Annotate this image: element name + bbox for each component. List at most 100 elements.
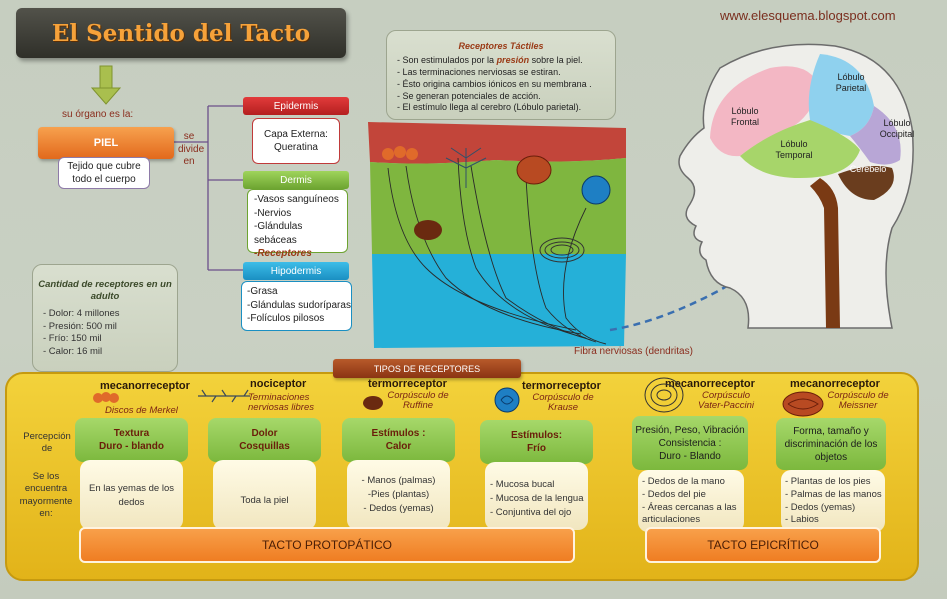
tactile-receptors-box: Receptores Táctiles - Son estimulados po… bbox=[386, 30, 616, 120]
protopatico-bar: TACTO PROTOPÁTICO bbox=[79, 527, 575, 563]
receptor-sub: Corpúsculo de Meissner bbox=[827, 390, 889, 412]
receptor-sub: Corpúsculo de Krause bbox=[532, 392, 594, 414]
hipodermis-layer bbox=[372, 254, 626, 348]
cerebelo-label: Cerebelo bbox=[849, 164, 887, 174]
tactile-item: - Ésto origina cambios iónicos en su mem… bbox=[397, 78, 592, 89]
count-item: - Frío: 150 mil bbox=[43, 333, 102, 345]
epidermis-header: Epidermis bbox=[243, 97, 349, 115]
hipodermis-header: Hipodermis bbox=[243, 262, 349, 280]
dermis-layer bbox=[370, 158, 626, 254]
parietal-lobe bbox=[808, 54, 874, 136]
tactile-receptors-list: - Son estimulados por la presión sobre l… bbox=[397, 55, 615, 114]
percepcion-line: Textura bbox=[113, 428, 150, 439]
tactile-item: - El estímulo llega al cerebro (Lóbulo p… bbox=[397, 102, 582, 113]
organ-box: PIEL bbox=[38, 127, 174, 159]
divide-word-2: divide bbox=[178, 143, 205, 155]
count-item: - Presión: 500 mil bbox=[43, 320, 117, 332]
ubicacion-line: - Áreas cercanas a las articulaciones bbox=[642, 501, 737, 526]
parietal-label: Lóbulo Parietal bbox=[835, 72, 867, 94]
organ-label: su órgano es la: bbox=[62, 109, 134, 120]
receptor-type: mecanorreceptor bbox=[100, 380, 190, 392]
hipodermis-item: -Glándulas sudoríparas bbox=[247, 299, 351, 311]
temporal-label: Lóbulo Temporal bbox=[775, 139, 813, 161]
organ-desc: Tejido que cubre todo el cuerpo bbox=[58, 157, 150, 189]
epidermis-box: Capa Externa: Queratina bbox=[252, 118, 340, 164]
receptor-sub: Corpúsculo de Ruffine bbox=[387, 390, 449, 412]
receptor-type: mecanorreceptor bbox=[665, 378, 755, 390]
receptor-type: termorreceptor bbox=[368, 378, 447, 390]
tactile-item: - Son estimulados por la presión sobre l… bbox=[397, 54, 583, 65]
percepcion-line: Calor bbox=[385, 441, 412, 452]
ubicacion-line: - Conjuntiva del ojo bbox=[490, 506, 572, 518]
nerve-label: Fibra nerviosas (dendritas) bbox=[574, 346, 693, 357]
ubicacion-line: - Dedos (yemas) bbox=[785, 501, 856, 513]
ubicacion-box: - Manos (palmas) -Pies (plantas) - Dedos… bbox=[347, 460, 450, 530]
percepcion-line: Duro - blando bbox=[99, 441, 164, 452]
receptor-type: mecanorreceptor bbox=[790, 378, 880, 390]
count-item: - Dolor: 4 millones bbox=[43, 307, 120, 319]
percepcion-line: Forma, tamaño y discriminación de los ob… bbox=[784, 425, 878, 463]
ubicacion-box: - Plantas de los pies - Palmas de las ma… bbox=[781, 470, 885, 532]
krause-icon bbox=[494, 387, 520, 413]
free-nerve-endings-illustration bbox=[445, 147, 487, 188]
dermis-item: -Nervios bbox=[254, 207, 292, 219]
ubicacion-line: - Labios bbox=[785, 514, 819, 526]
row-label-ubicacion: Se los encuentra mayormente en: bbox=[19, 471, 73, 520]
paccini-illustration bbox=[539, 237, 585, 263]
percepcion-line: Consistencia : bbox=[658, 437, 722, 449]
ubicacion-line: En las yemas de los dedos bbox=[88, 483, 174, 508]
dermis-box: -Vasos sanguíneos -Nervios -Glándulas se… bbox=[247, 189, 348, 273]
ubicacion-box: - Dedos de la mano - Dedos del pie - Áre… bbox=[638, 470, 744, 532]
merkel-discs-illustration bbox=[382, 146, 418, 160]
percepcion-box: Dolor Cosquillas bbox=[208, 418, 321, 462]
receptor-sub: Corpúsculo Vater-Paccini bbox=[698, 390, 754, 412]
temporal-lobe bbox=[740, 120, 860, 178]
frontal-lobe bbox=[710, 66, 820, 157]
ubicacion-line: -Pies (plantas) bbox=[367, 488, 430, 500]
percepcion-line: Frío bbox=[527, 443, 546, 454]
receptor-count-title: Cantidad de receptores en un adulto bbox=[38, 279, 172, 303]
page-title: El Sentido del Tacto bbox=[51, 19, 311, 47]
divide-word-3: en bbox=[183, 156, 195, 167]
dermis-item: -Glándulas sebáceas bbox=[254, 221, 303, 246]
tipos-header: TIPOS DE RECEPTORES bbox=[333, 359, 521, 378]
percepcion-box: Forma, tamaño y discriminación de los ob… bbox=[776, 418, 886, 470]
ubicacion-line: - Manos (palmas) bbox=[361, 475, 436, 486]
hipodermis-box: -Grasa -Glándulas sudoríparas -Folículos… bbox=[241, 281, 352, 331]
merkel-icon bbox=[93, 391, 119, 405]
site-url[interactable]: www.elesquema.blogspot.com bbox=[720, 8, 896, 23]
ubicacion-box: Toda la piel bbox=[213, 460, 316, 530]
percepcion-box: Presión, Peso, Vibración Consistencia : … bbox=[632, 416, 748, 470]
ubicacion-line: Toda la piel bbox=[240, 495, 289, 506]
title-banner: El Sentido del Tacto bbox=[16, 8, 346, 58]
paccini-icon bbox=[643, 376, 685, 414]
ubicacion-line: - Palmas de las manos bbox=[785, 488, 882, 500]
percepcion-line: Estímulos : bbox=[371, 428, 426, 439]
ubicacion-line: - Plantas de los pies bbox=[785, 476, 871, 487]
ubicacion-line: - Mucosa de la lengua bbox=[490, 492, 584, 504]
free-endings-icon bbox=[196, 388, 252, 404]
percepcion-line: Duro - Blando bbox=[659, 450, 721, 462]
meissner-illustration bbox=[516, 155, 552, 185]
occipital-label: Lóbulo Occipital bbox=[879, 118, 915, 140]
hipodermis-item: -Grasa bbox=[247, 286, 278, 297]
tactile-receptors-title: Receptores Táctiles bbox=[458, 41, 544, 51]
percepcion-line: Dolor bbox=[251, 428, 278, 439]
divide-word-1: se bbox=[183, 131, 195, 142]
brainstem bbox=[810, 178, 840, 328]
ubicacion-line: - Mucosa bucal bbox=[490, 479, 555, 490]
percepcion-line: Estímulos: bbox=[510, 430, 563, 441]
receptor-count-list: - Dolor: 4 millones - Presión: 500 mil -… bbox=[43, 308, 177, 359]
head-illustration bbox=[678, 43, 914, 329]
skin-diagram bbox=[368, 122, 626, 348]
krause-illustration bbox=[581, 175, 611, 205]
tactile-item: - Las terminaciones nerviosas se estiran… bbox=[397, 66, 561, 77]
receptor-sub: Discos de Merkel bbox=[105, 405, 178, 416]
epicritico-bar: TACTO EPICRÍTICO bbox=[645, 527, 881, 563]
percepcion-box: Estímulos: Frío bbox=[480, 420, 593, 464]
ubicacion-line: - Dedos de la mano bbox=[642, 476, 725, 487]
organ-desc-text: Tejido que cubre todo el cuerpo bbox=[67, 160, 141, 186]
receptor-count-box: Cantidad de receptores en un adulto - Do… bbox=[32, 264, 178, 372]
percepcion-line: Cosquillas bbox=[239, 441, 290, 452]
